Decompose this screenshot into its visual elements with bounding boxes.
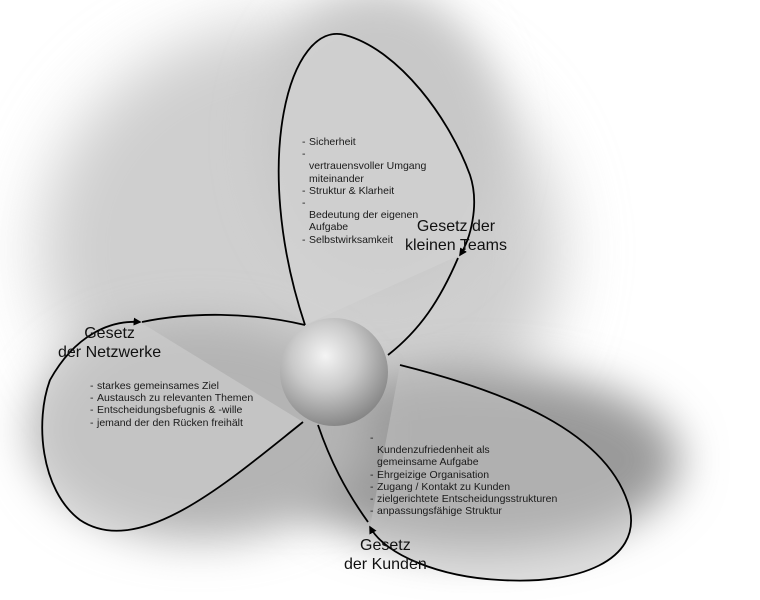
bullet-text: jemand der den Rücken freihält [97,416,243,429]
bullet-text: Selbstwirksamkeit [309,233,394,246]
bullets-kunden: Kundenzufriedenheit als gemeinsame Aufga… [370,432,557,518]
bullet-item: Ehrgeizige Organisation [370,469,557,481]
bullet-item: jemand der den Rücken freihält [90,417,253,429]
bullet-item: Sicherheit [302,136,426,148]
bullet-item: Austausch zu relevanten Themen [90,392,253,404]
bullets-netzwerke: starkes gemeinsames Ziel Austausch zu re… [90,380,253,429]
bullet-item: Entscheidungsbefugnis & -wille [90,404,253,416]
bullet-text: zielgerichtete Entscheidungsstrukturen [377,493,558,506]
bullet-text: Entscheidungsbefugnis & -wille [97,404,243,417]
bullet-text: Bedeutung der eigenen Aufgabe [309,209,419,234]
title-netzwerke: Gesetz der Netzwerke [58,324,161,362]
title-kunden-line1: Gesetz [360,537,411,554]
bullet-item: vertrauensvoller Umgang miteinander [302,148,426,185]
bullet-item: starkes gemeinsames Ziel [90,380,253,392]
blade-kunden-return [317,424,369,523]
bullet-item: Selbstwirksamkeit [302,234,426,246]
blade-teams-return [387,257,459,356]
bullet-text: Zugang / Kontakt zu Kunden [377,480,511,493]
bullets-teams: Sicherheit vertrauensvoller Umgang mitei… [302,136,426,246]
bullet-text: Austausch zu relevanten Themen [97,392,254,405]
bullet-item: Bedeutung der eigenen Aufgabe [302,197,426,234]
bullet-item: zielgerichtete Entscheidungsstrukturen [370,493,557,505]
bullet-text: Sicherheit [309,136,356,148]
bullet-text: Struktur & Klarheit [309,184,395,197]
title-teams-line2: kleinen Teams [405,237,507,254]
title-netzwerke-line2: der Netzwerke [58,344,162,361]
title-teams: Gesetz der kleinen Teams [405,217,507,255]
blade-netzwerke-return [141,313,306,326]
bullet-text: vertrauensvoller Umgang miteinander [309,160,427,185]
bullet-item: Zugang / Kontakt zu Kunden [370,481,557,493]
title-kunden-line2: der Kunden [344,556,427,573]
title-teams-line1: Gesetz der [416,218,496,235]
title-kunden: Gesetz der Kunden [344,536,427,574]
bullet-item: anpassungsfähige Struktur [370,505,557,517]
hub-sphere [280,318,388,426]
bullet-text: Kundenzufriedenheit als gemeinsame Aufga… [377,444,490,469]
bullet-item: Struktur & Klarheit [302,185,426,197]
bullet-text: starkes gemeinsames Ziel [97,380,219,392]
bullet-text: Ehrgeizige Organisation [377,468,490,481]
bullet-item: Kundenzufriedenheit als gemeinsame Aufga… [370,432,557,469]
bullet-text: anpassungsfähige Struktur [377,505,502,518]
title-netzwerke-line1: Gesetz [84,325,135,342]
